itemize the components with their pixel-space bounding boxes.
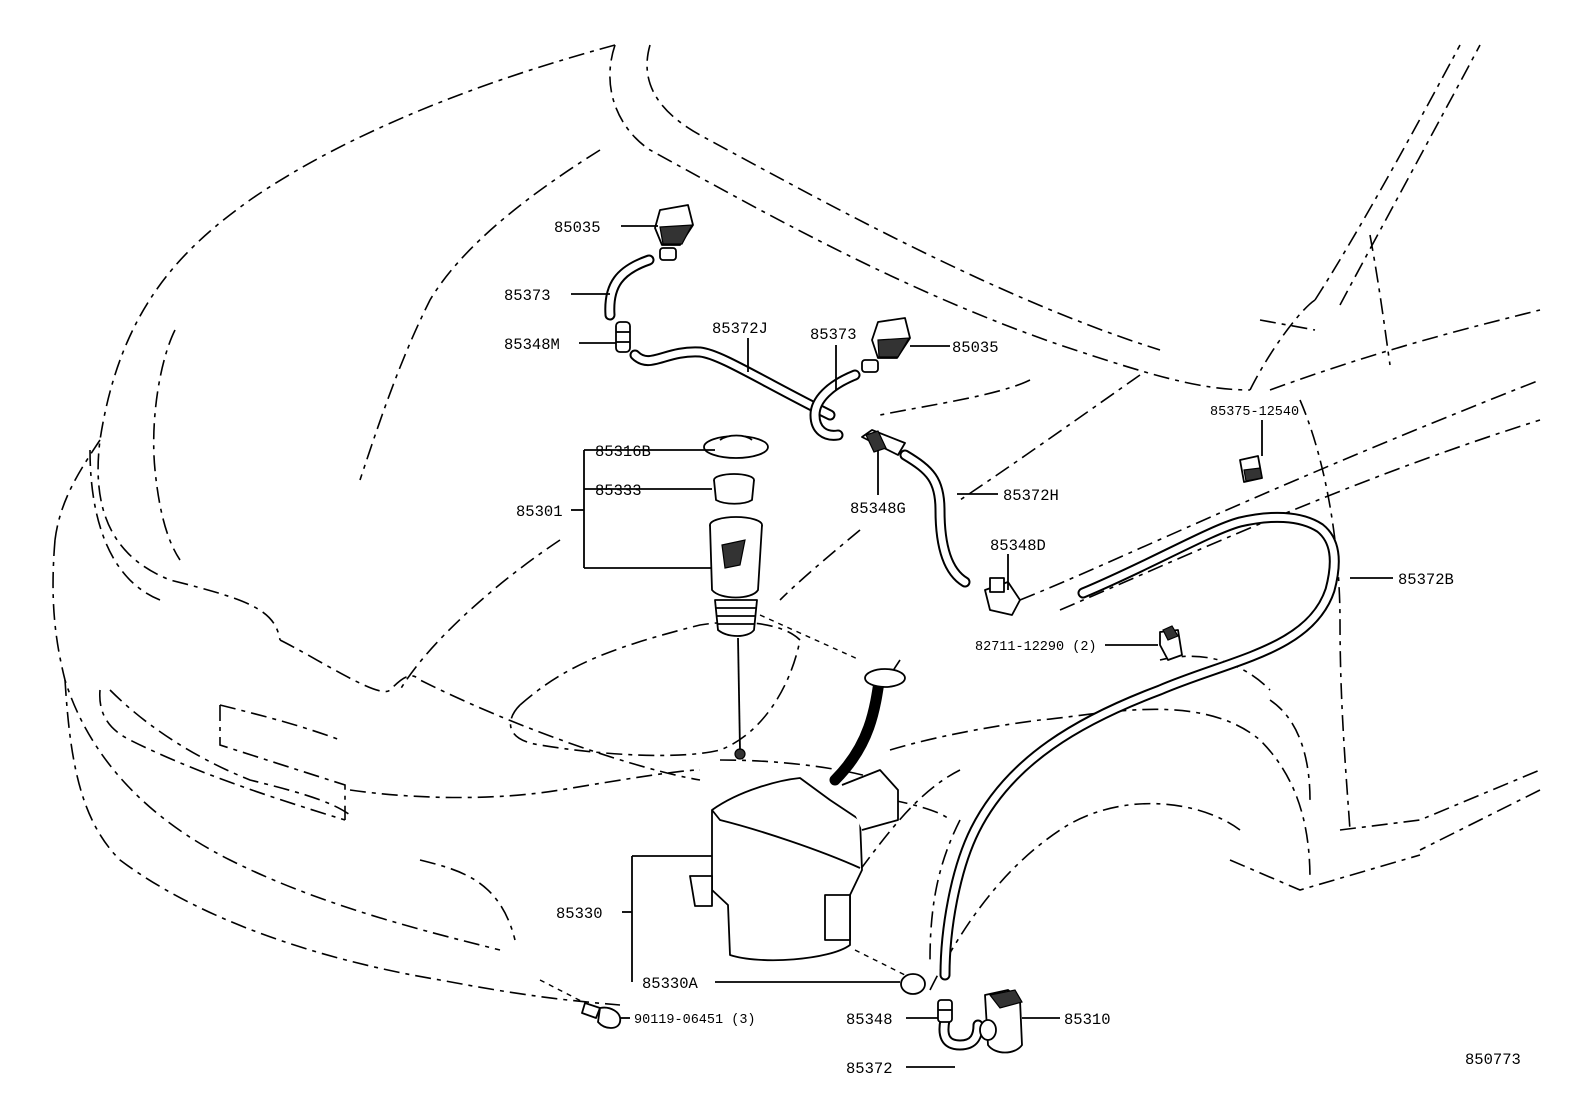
part-labels: 85035 85373 85348M 85372J 85373 85035 85… xyxy=(504,219,1521,1078)
label-85316B: 85316B xyxy=(595,443,651,461)
label-85035-left: 85035 xyxy=(554,219,601,237)
label-85372H: 85372H xyxy=(1003,487,1059,505)
label-82711: 82711-12290 (2) xyxy=(975,640,1097,655)
label-85373-left: 85373 xyxy=(504,287,551,305)
label-85373-right: 85373 xyxy=(810,326,857,344)
part-85348G-joint xyxy=(861,429,906,456)
label-85333: 85333 xyxy=(595,482,642,500)
label-85330: 85330 xyxy=(556,905,603,923)
label-85310: 85310 xyxy=(1064,1011,1111,1029)
part-85330-tank xyxy=(689,668,906,962)
label-85375: 85375-12540 xyxy=(1210,405,1299,420)
diagram-id: 850773 xyxy=(1465,1051,1521,1069)
part-85310-pump xyxy=(979,989,1023,1054)
part-85348D-joint xyxy=(984,577,1021,616)
label-85372J: 85372J xyxy=(712,320,768,338)
label-85301: 85301 xyxy=(516,503,563,521)
label-85372B: 85372B xyxy=(1398,571,1454,589)
part-85348-joint-bottom xyxy=(937,999,953,1023)
label-85348: 85348 xyxy=(846,1011,893,1029)
part-85035-left-nozzle xyxy=(654,204,694,261)
label-90119: 90119-06451 (3) xyxy=(634,1013,756,1028)
label-85348G: 85348G xyxy=(850,500,906,518)
hose-runs xyxy=(604,254,1340,1051)
part-82711-clamp xyxy=(1159,625,1183,661)
part-85375-clip xyxy=(1239,455,1263,483)
label-85372: 85372 xyxy=(846,1060,893,1078)
part-85333-gasket xyxy=(713,473,755,505)
leader-lines xyxy=(571,225,1393,1068)
label-85348M: 85348M xyxy=(504,336,560,354)
part-85035-right-nozzle xyxy=(861,317,911,373)
part-85330A-grommet xyxy=(854,949,926,995)
part-85348M-joint xyxy=(615,321,631,353)
label-85330A: 85330A xyxy=(642,975,699,993)
label-85348D: 85348D xyxy=(990,537,1046,555)
label-85035-right: 85035 xyxy=(952,339,999,357)
part-85316B-cap xyxy=(703,434,769,459)
part-90119-bolt xyxy=(539,979,622,1029)
part-85301-filler xyxy=(709,516,861,760)
